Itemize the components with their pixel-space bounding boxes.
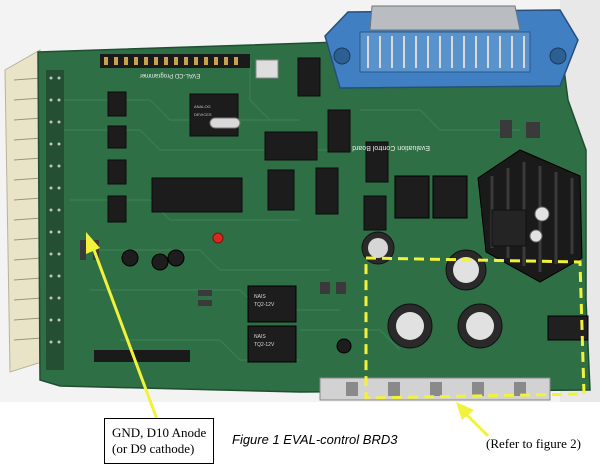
callout-arrow-refer xyxy=(456,402,490,438)
callout-arrow-gnd xyxy=(86,232,160,423)
crystal-oscillator xyxy=(209,117,241,129)
svg-text:TQ2-12V: TQ2-12V xyxy=(254,302,275,308)
gnd-callout-line1: GND, D10 Anode xyxy=(112,425,207,440)
heat-sink xyxy=(477,149,583,283)
bottom-header xyxy=(94,350,190,362)
relays: NAIS TQ2-12V NAIS TQ2-12V xyxy=(247,175,468,363)
programmer-silkscreen: EVAL-CD Programmer xyxy=(140,72,201,78)
reset-button xyxy=(255,59,279,79)
svg-text:DEVICES: DEVICES xyxy=(194,112,212,117)
svg-text:TQ2-12V: TQ2-12V xyxy=(254,342,275,348)
board-silkscreen-title: Evaluation Control Board xyxy=(352,144,430,151)
refer-note: (Refer to figure 2) xyxy=(486,436,581,451)
gnd-callout-box: GND, D10 Anode (or D9 cathode) xyxy=(104,418,214,464)
svg-text:NAIS: NAIS xyxy=(254,294,266,300)
figure-caption: Figure 1 EVAL-control BRD3 xyxy=(232,432,398,447)
electrolytic-capacitors xyxy=(121,206,550,354)
red-led xyxy=(212,232,224,244)
terminal-block xyxy=(319,377,551,401)
integrated-circuits xyxy=(107,57,389,231)
gnd-callout-line2: (or D9 cathode) xyxy=(112,441,195,456)
highlight-region xyxy=(364,256,586,400)
programming-header: EVAL-CD Programmer xyxy=(100,54,250,78)
db25-connector xyxy=(324,5,579,89)
svg-text:NAIS: NAIS xyxy=(254,334,266,340)
pin-header-column xyxy=(46,70,64,370)
svg-text:ANALOG: ANALOG xyxy=(194,104,211,109)
